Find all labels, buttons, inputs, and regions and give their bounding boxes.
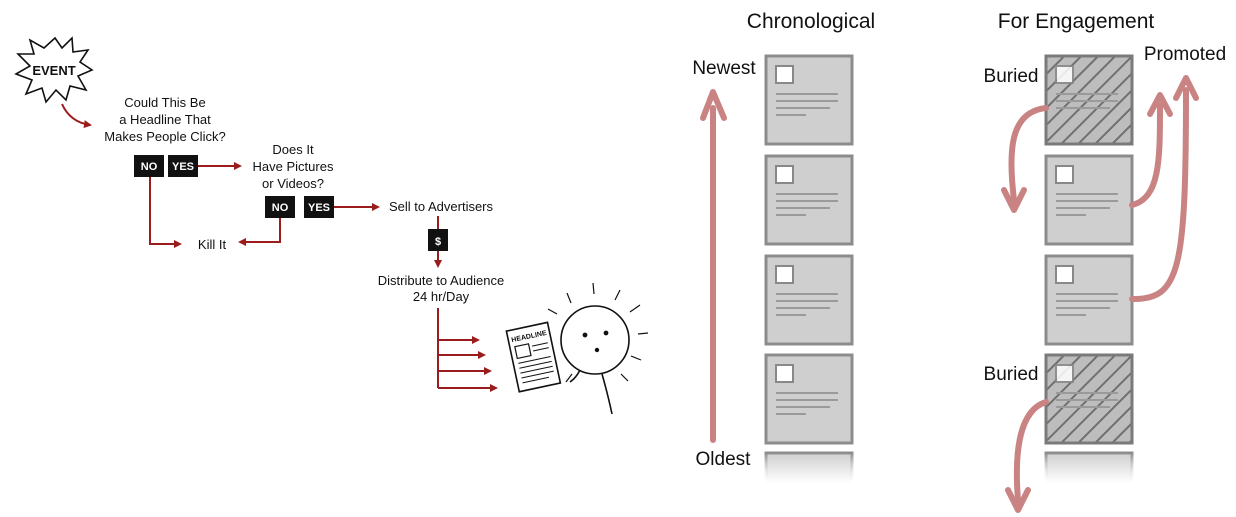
question-headline-line-3: Makes People Click?	[104, 129, 225, 144]
arrow-event-to-q1	[61, 103, 92, 129]
buried-top-arrow	[1008, 105, 1049, 203]
chronological-panel: Chronological Newest Oldest	[692, 10, 875, 485]
promoted-arrow-2	[1129, 87, 1189, 303]
sell-to-advertisers-label: Sell to Advertisers	[389, 199, 494, 214]
event-starburst	[14, 36, 94, 104]
distribute-line-1: Distribute to Audience	[378, 273, 504, 288]
no-box-1	[134, 155, 164, 177]
dollar-label: $	[435, 236, 441, 248]
newest-label: Newest	[692, 58, 756, 79]
question-pictures-line-3: or Videos?	[262, 176, 324, 191]
yes-box-2	[304, 196, 334, 218]
buried-label-top: Buried	[984, 66, 1039, 87]
chronological-post-card	[764, 154, 854, 246]
chronological-arrow-head	[700, 89, 727, 121]
buried-top-arrow-head	[1001, 187, 1027, 213]
engagement-post-card	[1044, 154, 1134, 246]
question-pictures-line-1: Does It	[272, 142, 314, 157]
question-headline-line-1: Could This Be	[124, 95, 205, 110]
chronological-post-card	[764, 254, 854, 346]
question-headline-line-2: a Headline That	[119, 112, 211, 127]
promoted-arrow-2-head	[1173, 75, 1199, 101]
chronological-post-card	[764, 54, 854, 146]
buried-bottom-arrow	[1013, 399, 1049, 503]
oldest-label: Oldest	[696, 449, 752, 470]
dollar-box	[428, 229, 448, 251]
engagement-faded-card	[1044, 451, 1134, 485]
engagement-panel: For Engagement Promoted Buried Buried	[984, 10, 1226, 513]
buried-label-bottom: Buried	[984, 364, 1039, 385]
yes-label-2: YES	[308, 202, 330, 214]
yes-label-1: YES	[172, 161, 194, 173]
newspaper-icon: HEADLINE	[505, 321, 562, 393]
buried-bottom-arrow-head	[1005, 487, 1031, 513]
event-label: EVENT	[32, 63, 75, 78]
no-label-2: NO	[272, 202, 289, 214]
arrow-no1-to-kill	[149, 177, 182, 248]
question-pictures-line-2: Have Pictures	[253, 159, 334, 174]
flowchart: EVENT Could This Be a Headline That Make…	[14, 36, 649, 415]
promoted-arrow-1	[1129, 102, 1163, 208]
kill-it-label: Kill It	[198, 237, 227, 252]
distribute-line-2: 24 hr/Day	[413, 289, 470, 304]
engagement-title: For Engagement	[998, 10, 1155, 33]
engagement-buried-card	[1044, 353, 1134, 445]
arrow-no2-to-kill	[238, 218, 281, 246]
distribution-arrows	[437, 308, 498, 392]
reader-figure	[547, 282, 649, 415]
yes-box-1	[168, 155, 198, 177]
no-label-1: NO	[141, 161, 158, 173]
chronological-faded-card	[764, 451, 854, 485]
chronological-title: Chronological	[747, 10, 875, 33]
no-box-2	[265, 196, 295, 218]
promoted-label: Promoted	[1144, 44, 1226, 65]
chronological-post-card	[764, 353, 854, 445]
promoted-arrow-1-head	[1147, 92, 1173, 117]
engagement-post-card	[1044, 254, 1134, 346]
engagement-buried-card	[1044, 54, 1134, 146]
